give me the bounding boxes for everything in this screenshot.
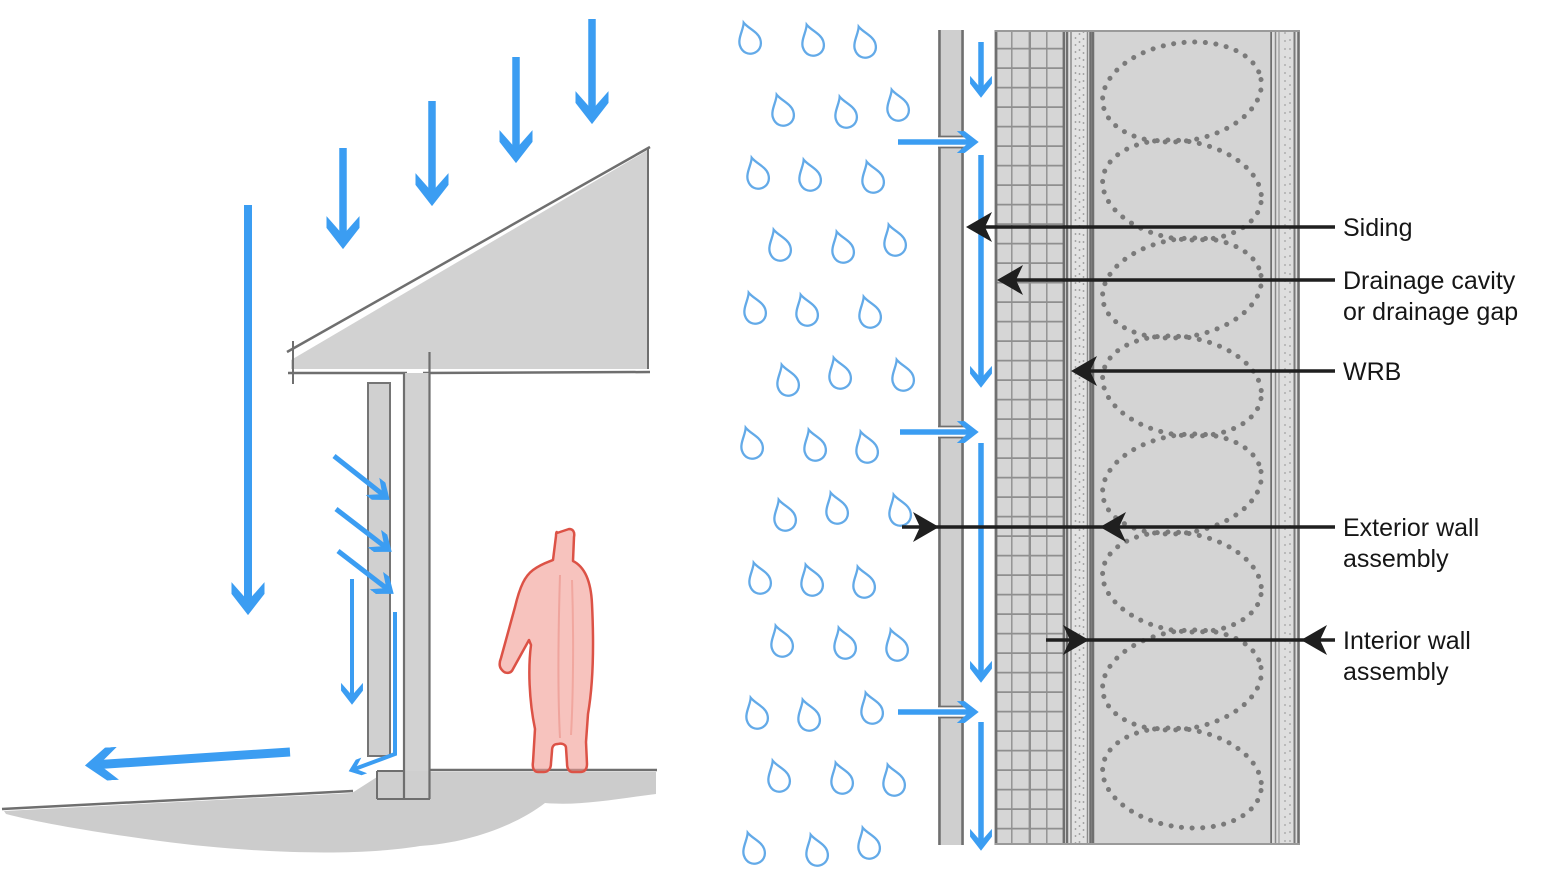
- layer-drainage-cavity-flow: [898, 42, 992, 851]
- rain-drop-icon: [765, 90, 798, 130]
- rain-drop-icon: [742, 558, 775, 598]
- rain-drop-icon: [827, 623, 860, 663]
- layer-sheathing-grid: [994, 30, 1066, 845]
- rain-drop-icon: [762, 225, 795, 265]
- cladding-panel: [367, 382, 391, 757]
- rain-drop-icon: [739, 693, 772, 733]
- arrowhead-right-icon: [913, 512, 939, 542]
- insulation-loop: [1100, 235, 1264, 341]
- arrowhead-right-icon: [1063, 625, 1089, 655]
- insulation-loop: [1100, 725, 1264, 831]
- rain-drop-icon: [789, 290, 822, 330]
- rain-drop-icon: [879, 625, 912, 665]
- label-interior-line2: assembly: [1343, 658, 1449, 686]
- rain-drop-icon: [828, 92, 861, 132]
- person-figure: [498, 527, 595, 774]
- arrowhead-left-icon: [1100, 512, 1126, 542]
- rain-drop-icon: [767, 495, 800, 535]
- rain-drop-icon: [852, 292, 885, 332]
- label-interior-line1: Interior wall: [1343, 627, 1471, 655]
- insulation-loop: [1100, 39, 1264, 145]
- label-wrb: WRB: [1343, 358, 1401, 386]
- ground-soil: [4, 772, 656, 853]
- layer-insulation: [1091, 30, 1273, 845]
- rain-drop-icon: [799, 830, 832, 870]
- rain-drop-icon: [761, 756, 794, 796]
- insulation-loop: [1100, 137, 1264, 243]
- insulation-loop: [1100, 431, 1264, 537]
- rain-drop-icon: [882, 490, 915, 530]
- rain-drop-icon: [791, 695, 824, 735]
- label-exterior-line1: Exterior wall: [1343, 514, 1479, 542]
- arrowhead-left-icon: [1071, 356, 1097, 386]
- label-siding: Siding: [1343, 214, 1413, 242]
- insulation-loop: [1100, 333, 1264, 439]
- callout-exterior-wall-assembly: Exterior wall assembly: [902, 512, 1479, 573]
- rain-drop-icon: [734, 423, 767, 463]
- wall-column: [376, 352, 431, 800]
- callout-siding: Siding: [966, 212, 1413, 242]
- insulation-loop: [1100, 627, 1264, 733]
- layer-siding: [935, 30, 967, 845]
- rain-drop-icon: [792, 155, 825, 195]
- rain-drop-icon: [737, 288, 770, 328]
- rain-drop-icon: [847, 22, 880, 62]
- wind-rain-arrow-3: [336, 549, 394, 594]
- rain-drop-icon: [794, 560, 827, 600]
- insulation-loop: [1100, 529, 1264, 635]
- rain-drop-icon: [846, 562, 879, 602]
- rain-drop-icon: [732, 18, 765, 58]
- arrowhead-left-icon: [997, 265, 1023, 295]
- rain-drop-icon: [824, 758, 857, 798]
- wind-rain-arrow-1: [332, 454, 390, 500]
- roof: [286, 145, 651, 384]
- rain-drop-icon: [740, 153, 773, 193]
- wind-rain-arrow-2: [334, 507, 392, 552]
- rain-drop-icon: [795, 20, 828, 60]
- rain-drop-icon: [877, 220, 910, 260]
- rain-drop-icon: [736, 828, 769, 868]
- rain-drop-icon: [764, 621, 797, 661]
- rain-drop-icon: [797, 425, 830, 465]
- rain-drop-icon: [876, 760, 909, 800]
- callout-drainage-cavity: Drainage cavity or drainage gap: [997, 265, 1518, 326]
- rain-drop-icon: [880, 85, 913, 125]
- label-exterior-line2: assembly: [1343, 545, 1449, 573]
- rain-drop-icon: [849, 427, 882, 467]
- rain-drop-icon: [770, 360, 803, 400]
- rain-drop-icon: [819, 488, 852, 528]
- label-drainage-line2: or drainage gap: [1343, 298, 1518, 326]
- rain-drop-icon: [854, 688, 887, 728]
- rain-drop-icon: [825, 227, 858, 267]
- ground-line-exterior: [1, 789, 354, 811]
- layer-wrb: [1065, 30, 1092, 845]
- arrowhead-left-icon: [1301, 625, 1327, 655]
- rain-drop-icon: [822, 353, 855, 393]
- rain-drop-icon: [885, 355, 918, 395]
- arrowhead-left-icon: [966, 212, 992, 242]
- weep-drain-path: [348, 612, 397, 776]
- layer-interior-finish: [1272, 30, 1300, 845]
- rain-flow-arrows-left: [84, 19, 609, 781]
- insulation-batt-loops: [1100, 39, 1264, 831]
- callout-interior-wall-assembly: Interior wall assembly: [1046, 625, 1471, 686]
- left-diagram-building-section: [1, 19, 657, 853]
- rain-drop-icon: [855, 157, 888, 197]
- rain-drop-icon: [851, 823, 884, 863]
- rain-drops: [732, 18, 918, 870]
- callout-wrb: WRB: [1071, 356, 1401, 386]
- right-diagram-wall-assembly: Siding Drainage cavity or drainage gap W…: [732, 18, 1518, 870]
- drain-away-arrow: [84, 746, 291, 781]
- label-drainage-line1: Drainage cavity: [1343, 267, 1516, 295]
